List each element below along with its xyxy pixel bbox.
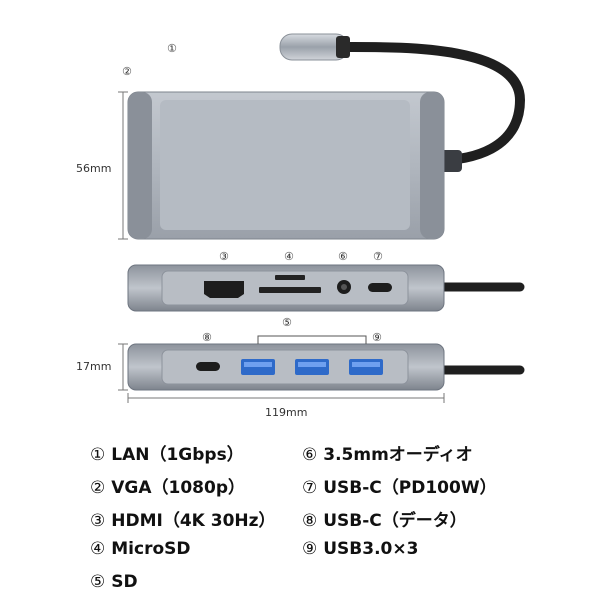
callout-1: ① (167, 42, 177, 55)
callout-3: ③ (219, 250, 229, 263)
thickness-dimension: 17mm (76, 360, 112, 373)
callout-6: ⑥ (338, 250, 348, 263)
callout-4: ④ (284, 250, 294, 263)
height-dimension: 56mm (76, 162, 112, 175)
sd-slot (259, 287, 321, 293)
callout-8: ⑧ (202, 331, 212, 344)
callout-7: ⑦ (373, 250, 383, 263)
microsd-slot (275, 275, 305, 280)
usb-c-pd-port (368, 283, 392, 292)
hdmi-port (204, 281, 244, 298)
top-cable (340, 41, 526, 165)
callout-2: ② (122, 65, 132, 78)
callout-5: ⑤ (282, 316, 292, 329)
callout-9: ⑨ (372, 331, 382, 344)
usb3-ports (241, 359, 383, 375)
width-dimension: 119mm (265, 406, 308, 419)
usb-c-data-port (196, 362, 220, 371)
